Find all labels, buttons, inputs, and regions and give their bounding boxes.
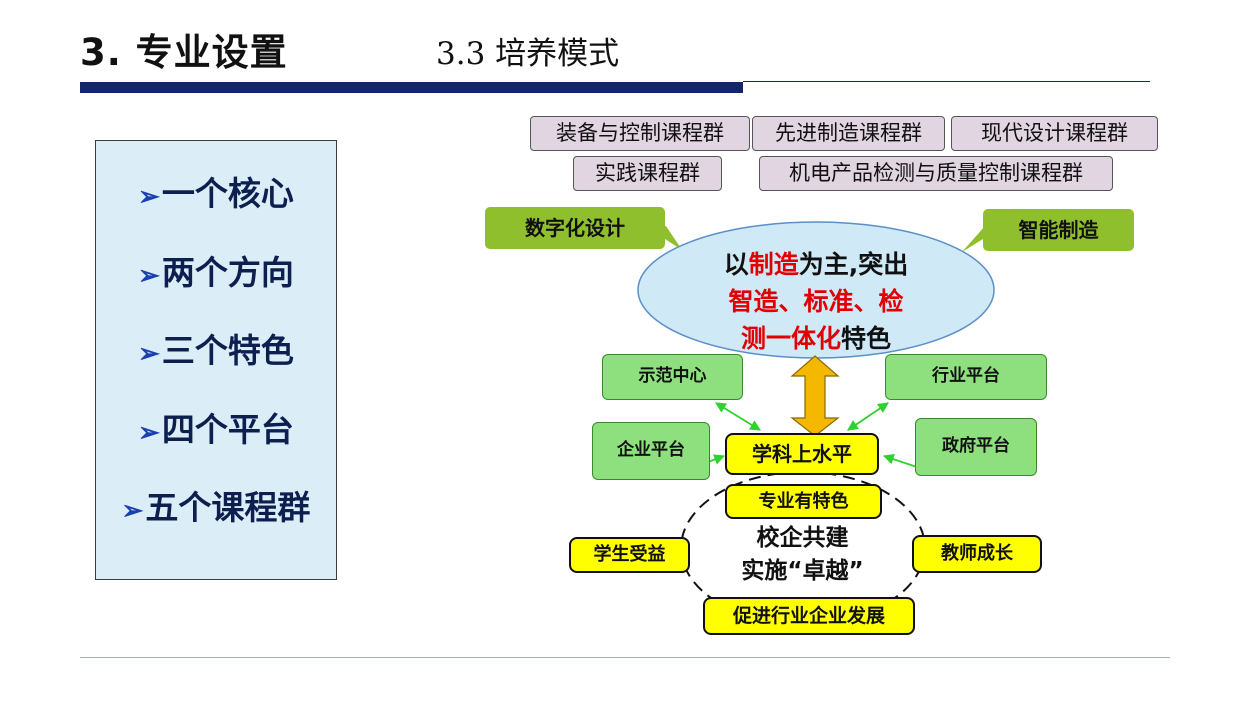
summary-panel: ➢一个核心 ➢两个方向 ➢三个特色 ➢四个平台 ➢五个课程群: [95, 140, 337, 580]
summary-item-course-groups: ➢五个课程群: [121, 488, 311, 527]
arrow-icon: ➢: [138, 418, 160, 448]
outcome-students: 学生受益: [569, 537, 690, 573]
platform-enterprise: 企业平台: [592, 422, 710, 480]
core-statement: 以制造为主,突出 智造、标准、检 测一体化特色: [670, 246, 962, 357]
course-group-advanced-manufacturing: 先进制造课程群: [752, 116, 945, 151]
direction-smart-manufacturing: 智能制造: [983, 209, 1134, 251]
page-title: 3. 专业设置: [80, 31, 288, 74]
core-line-3: 测一体化特色: [740, 324, 892, 353]
connector-industry-platform: [847, 402, 889, 431]
course-group-equipment-control: 装备与控制课程群: [530, 116, 750, 151]
summary-item-features: ➢三个特色: [138, 331, 294, 370]
arrow-icon: ➢: [121, 496, 144, 526]
summary-item-directions: ➢两个方向: [138, 253, 294, 292]
footer-rule: [80, 657, 1170, 658]
header-bar: [80, 82, 743, 93]
platform-government: 政府平台: [915, 418, 1037, 476]
center-line-2: 实施“卓越”: [741, 558, 864, 584]
discipline-level-box: 学科上水平: [725, 433, 879, 475]
platform-demo-center: 示范中心: [602, 354, 743, 400]
connector-demo-center: [715, 402, 761, 431]
double-arrow-icon: [790, 355, 840, 437]
section-subtitle: 3.3 培养模式: [436, 36, 620, 72]
course-group-practice: 实践课程群: [573, 156, 722, 191]
outcome-teachers: 教师成长: [912, 535, 1042, 573]
arrow-icon: ➢: [138, 261, 160, 291]
specialty-feature-box: 专业有特色: [725, 484, 882, 519]
summary-item-core: ➢一个核心: [138, 174, 294, 213]
direction-digital-design: 数字化设计: [485, 207, 665, 249]
center-line-1: 校企共建: [756, 525, 849, 551]
summary-item-platforms: ➢四个平台: [138, 410, 294, 449]
course-group-modern-design: 现代设计课程群: [951, 116, 1158, 151]
core-line-1: 以制造为主,突出: [723, 250, 909, 279]
arrow-icon: ➢: [138, 182, 160, 212]
core-line-2: 智造、标准、检: [728, 287, 904, 316]
course-group-quality-control: 机电产品检测与质量控制课程群: [759, 156, 1113, 191]
platform-industry: 行业平台: [885, 354, 1047, 400]
arrow-icon: ➢: [138, 339, 160, 369]
outcome-industry: 促进行业企业发展: [703, 597, 915, 635]
header-rule: [743, 81, 1150, 82]
center-statement: 校企共建 实施“卓越”: [700, 522, 905, 588]
